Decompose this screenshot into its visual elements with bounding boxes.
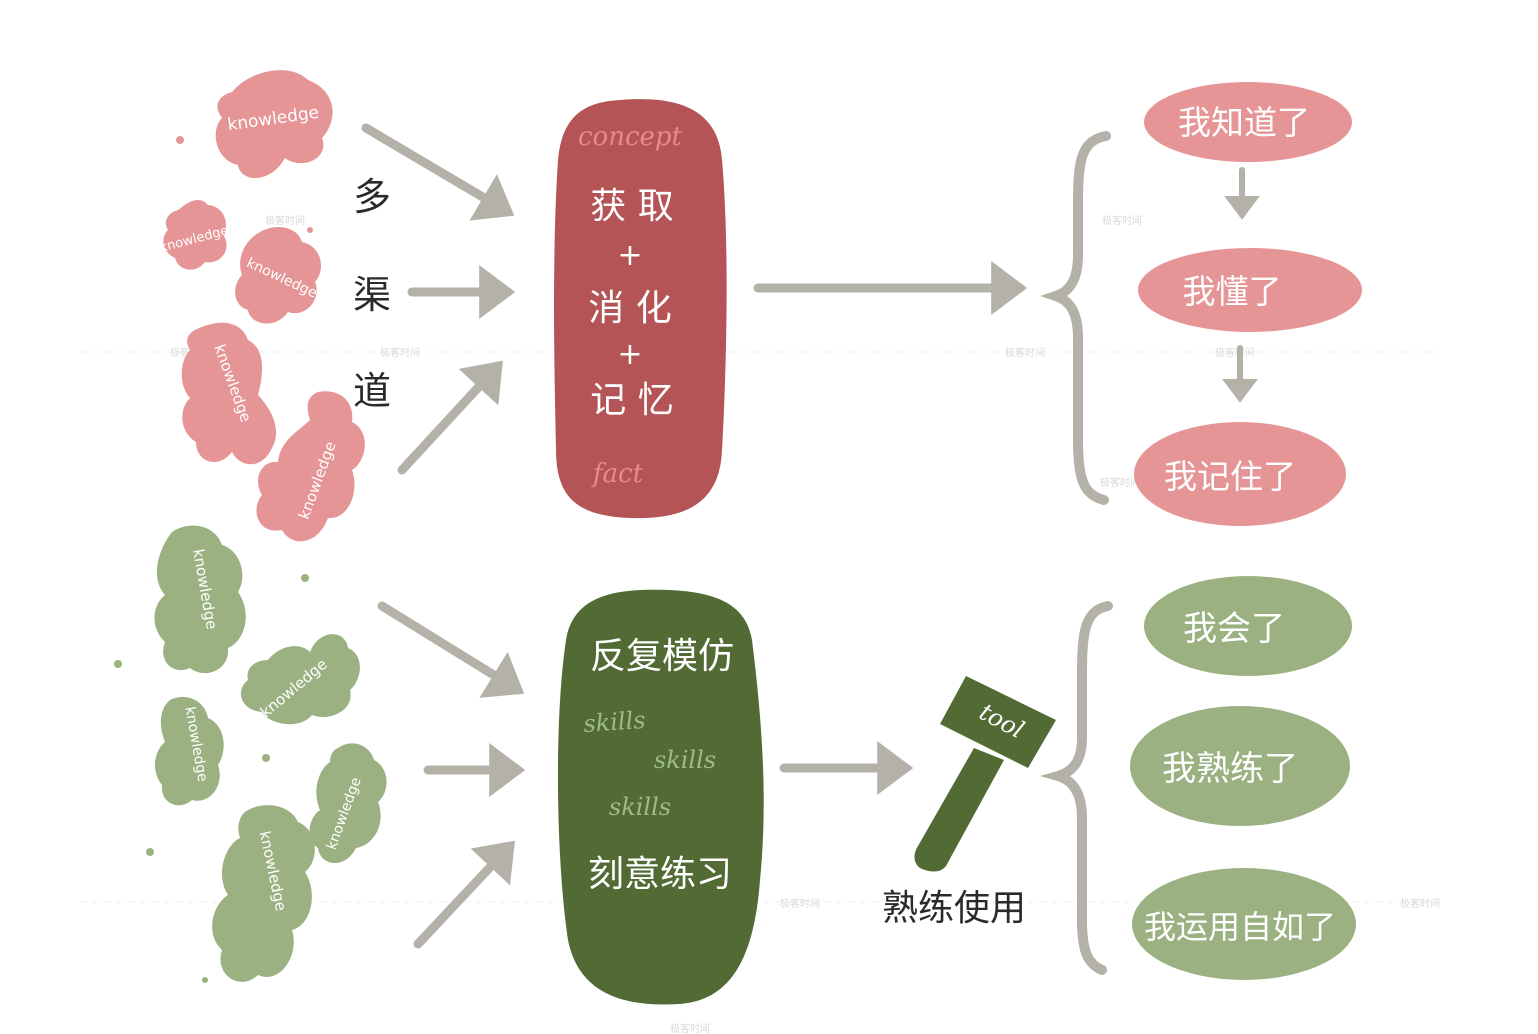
stage-label: 我会了 <box>1183 609 1285 649</box>
hammer-icon: tool <box>914 676 1056 872</box>
watermark-text: 极客时间 <box>265 214 305 227</box>
channels-char: 渠 <box>353 273 391 317</box>
proficient-use-label: 熟练使用 <box>882 888 1026 929</box>
plus-sign: + <box>617 337 642 372</box>
watermark-text: 极客时间 <box>1215 346 1255 359</box>
deliberate-label: 刻意练习 <box>588 854 732 895</box>
brace <box>1040 131 1111 505</box>
speck <box>301 574 309 582</box>
knowledge-blob: knowledge <box>181 322 277 465</box>
knowledge-blob: knowledge <box>154 696 224 806</box>
knowledge-blob: knowledge <box>235 227 322 324</box>
stage-label: 我熟练了 <box>1162 749 1298 789</box>
knowledge-blob: knowledge <box>309 743 387 864</box>
skills-label: skills <box>582 706 646 738</box>
arrow <box>361 123 516 475</box>
stage-oval: 我运用自如了 <box>1132 868 1356 980</box>
stage-oval: 我会了 <box>1144 576 1352 676</box>
skills-label: skills <box>609 793 671 821</box>
watermark-text: 极客时间 <box>1005 346 1045 359</box>
brace <box>1039 601 1113 975</box>
concept-label: concept <box>578 122 683 152</box>
digest-label: 消 化 <box>588 288 671 329</box>
knowledge-blob: knowledge <box>212 805 315 982</box>
speck <box>114 660 122 668</box>
watermark-text: 极客时间 <box>1102 214 1142 227</box>
stage-oval: 我知道了 <box>1144 82 1352 162</box>
fact-label: fact <box>591 459 644 489</box>
knowledge-blob: knowledge <box>256 391 365 542</box>
speck <box>307 227 313 233</box>
arrow <box>377 601 526 949</box>
stage-label: 我记住了 <box>1164 457 1296 496</box>
stage-oval: 我懂了 <box>1138 248 1362 332</box>
acquire-digest-memorize-box: concept 获 取 + 消 化 + 记 忆 fact <box>554 99 727 519</box>
acquire-label: 获 取 <box>590 186 673 227</box>
channels-char: 多 <box>353 175 391 219</box>
watermark-text: 极客时间 <box>380 346 420 359</box>
imitate-label: 反复模仿 <box>590 636 734 677</box>
speck <box>262 754 270 762</box>
stage-oval: 我记住了 <box>1134 422 1346 526</box>
knowledge-blob: knowledge <box>154 525 246 674</box>
stage-label: 我懂了 <box>1183 272 1282 311</box>
stage-oval: 我熟练了 <box>1130 706 1350 826</box>
speck <box>176 136 184 144</box>
stage-label: 我运用自如了 <box>1144 908 1336 946</box>
watermark-text: 极客时间 <box>1100 476 1140 489</box>
knowledge-blob: knowledge <box>215 70 333 179</box>
speck <box>146 848 154 856</box>
knowledge-blob: knowledge <box>240 634 360 725</box>
watermark-text: 极客时间 <box>1400 897 1440 910</box>
stage-label: 我知道了 <box>1178 103 1310 142</box>
watermark-text: 极客时间 <box>670 1022 710 1034</box>
channels-char: 道 <box>353 369 391 413</box>
knowledge-blob: knowledge <box>158 199 230 270</box>
imitate-practice-box: 反复模仿 skills skills skills 刻意练习 <box>557 589 764 1005</box>
speck <box>202 977 208 983</box>
watermark-text: 极客时间 <box>780 897 820 910</box>
skills-label: skills <box>654 746 716 774</box>
plus-sign: + <box>617 238 642 273</box>
memorize-label: 记 忆 <box>590 380 673 421</box>
